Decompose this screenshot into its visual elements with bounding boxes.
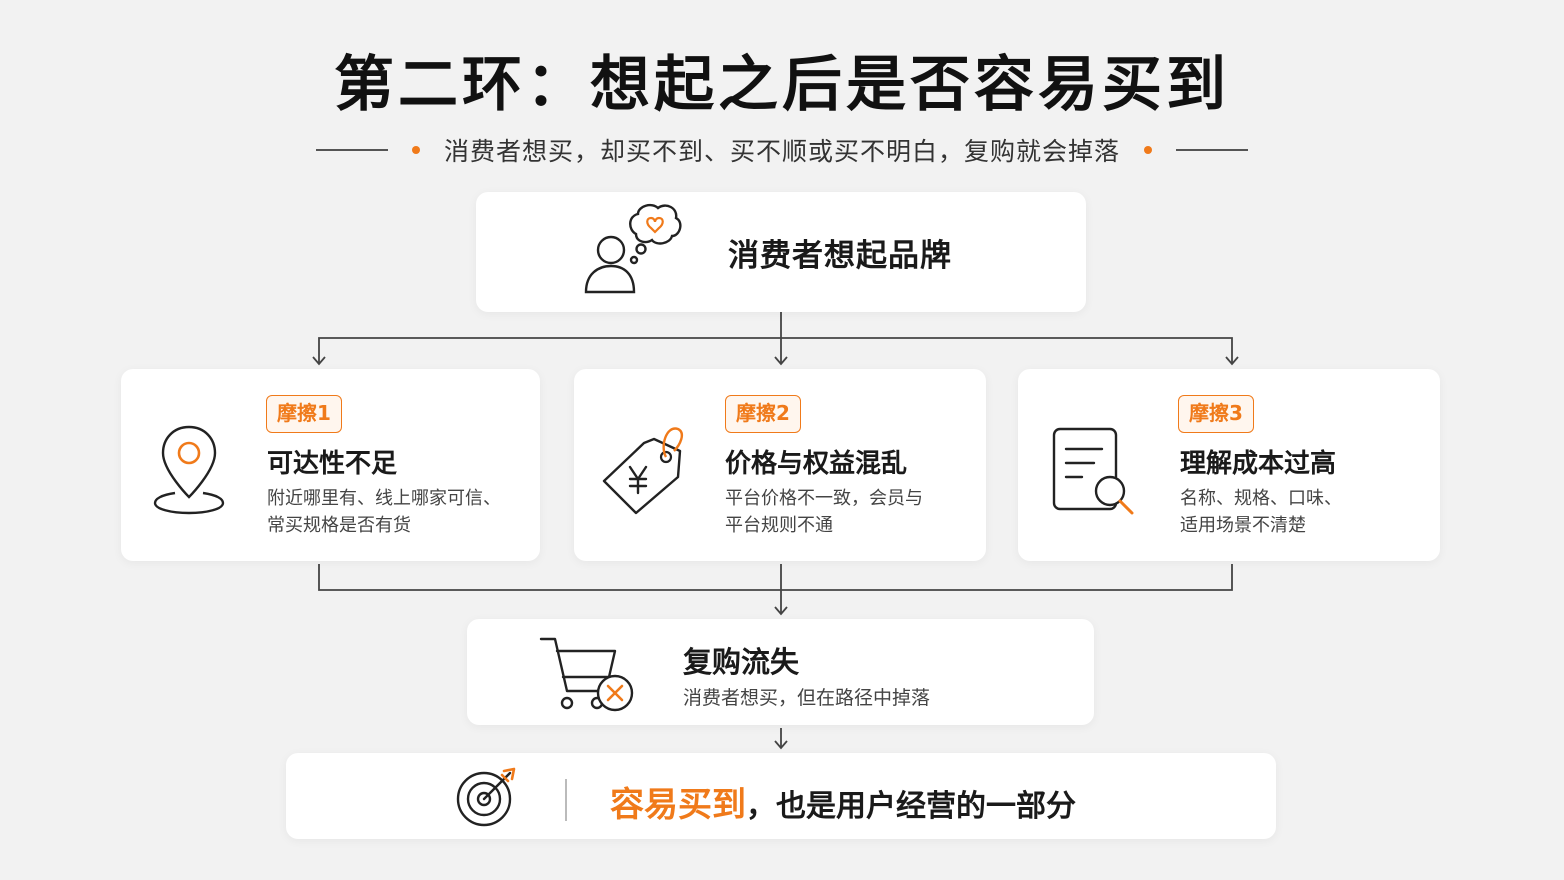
friction-title-3: 理解成本过高 xyxy=(1180,449,1337,479)
conclusion-card: 容易买到，也是用户经营的一部分 xyxy=(286,753,1276,839)
friction-desc-2-line-2: 平台规则不通 xyxy=(725,515,833,536)
top-node-label: 消费者想起品牌 xyxy=(728,238,952,274)
location-pin-icon xyxy=(153,425,225,515)
conclusion-divider xyxy=(565,779,567,821)
friction-desc-3: 名称、规格、口味、 适用场景不清楚 xyxy=(1180,485,1342,539)
friction-desc-3-line-1: 名称、规格、口味、 xyxy=(1180,488,1342,509)
friction-desc-1-line-2: 常买规格是否有货 xyxy=(267,515,411,536)
friction-title-1: 可达性不足 xyxy=(267,449,398,479)
subtitle-right-line xyxy=(1176,149,1248,151)
friction-title-2: 价格与权益混乱 xyxy=(725,449,908,479)
arrow-head-1 xyxy=(312,356,326,366)
friction-desc-1: 附近哪里有、线上哪家可信、 常买规格是否有货 xyxy=(267,485,501,539)
target-arrow-icon xyxy=(456,767,516,827)
arrow-head-4 xyxy=(774,606,788,616)
subtitle-text: 消费者想买，却买不到、买不顺或买不明白，复购就会掉落 xyxy=(443,137,1120,166)
subtitle-left-line xyxy=(315,149,388,151)
arrow-head-3 xyxy=(1225,356,1239,366)
document-search-icon xyxy=(1052,427,1134,515)
price-tag-yen-icon xyxy=(602,427,684,515)
bottom-merge-line xyxy=(318,564,1233,591)
friction-desc-2-line-1: 平台价格不一致，会员与 xyxy=(725,488,923,509)
arrow-head-5 xyxy=(774,740,788,750)
conclusion-rest: ，也是用户经营的一部分 xyxy=(746,789,1076,824)
subtitle-left-dot xyxy=(411,146,420,154)
friction-badge-3: 摩擦3 xyxy=(1178,395,1254,433)
subtitle-right-dot xyxy=(1144,146,1152,154)
friction-card-3: 摩擦3 理解成本过高 名称、规格、口味、 适用场景不清楚 xyxy=(1018,369,1440,561)
friction-desc-3-line-2: 适用场景不清楚 xyxy=(1180,515,1306,536)
friction-desc-2: 平台价格不一致，会员与 平台规则不通 xyxy=(725,485,923,539)
friction-card-2: 摩擦2 价格与权益混乱 平台价格不一致，会员与 平台规则不通 xyxy=(574,369,986,561)
top-branch-line xyxy=(318,337,1233,364)
top-node-card: 消费者想起品牌 xyxy=(476,192,1086,312)
friction-card-1: 摩擦1 可达性不足 附近哪里有、线上哪家可信、 常买规格是否有货 xyxy=(121,369,540,561)
page-title: 第二环：想起之后是否容易买到 xyxy=(334,50,1230,120)
cart-cancel-icon xyxy=(539,637,634,712)
conclusion-text: 容易买到，也是用户经营的一部分 xyxy=(610,777,1076,826)
subtitle-row: 消费者想买，却买不到、买不顺或买不明白，复购就会掉落 xyxy=(0,132,1564,168)
friction-badge-1: 摩擦1 xyxy=(266,395,342,433)
friction-desc-1-line-1: 附近哪里有、线上哪家可信、 xyxy=(267,488,501,509)
conclusion-highlight: 容易买到 xyxy=(610,785,746,825)
result-node-card: 复购流失 消费者想买，但在路径中掉落 xyxy=(467,619,1094,725)
friction-badge-2: 摩擦2 xyxy=(725,395,801,433)
result-title: 复购流失 xyxy=(683,645,800,679)
person-thought-heart-icon xyxy=(584,203,682,294)
arrow-head-2 xyxy=(774,356,788,366)
result-desc: 消费者想买，但在路径中掉落 xyxy=(683,687,931,709)
